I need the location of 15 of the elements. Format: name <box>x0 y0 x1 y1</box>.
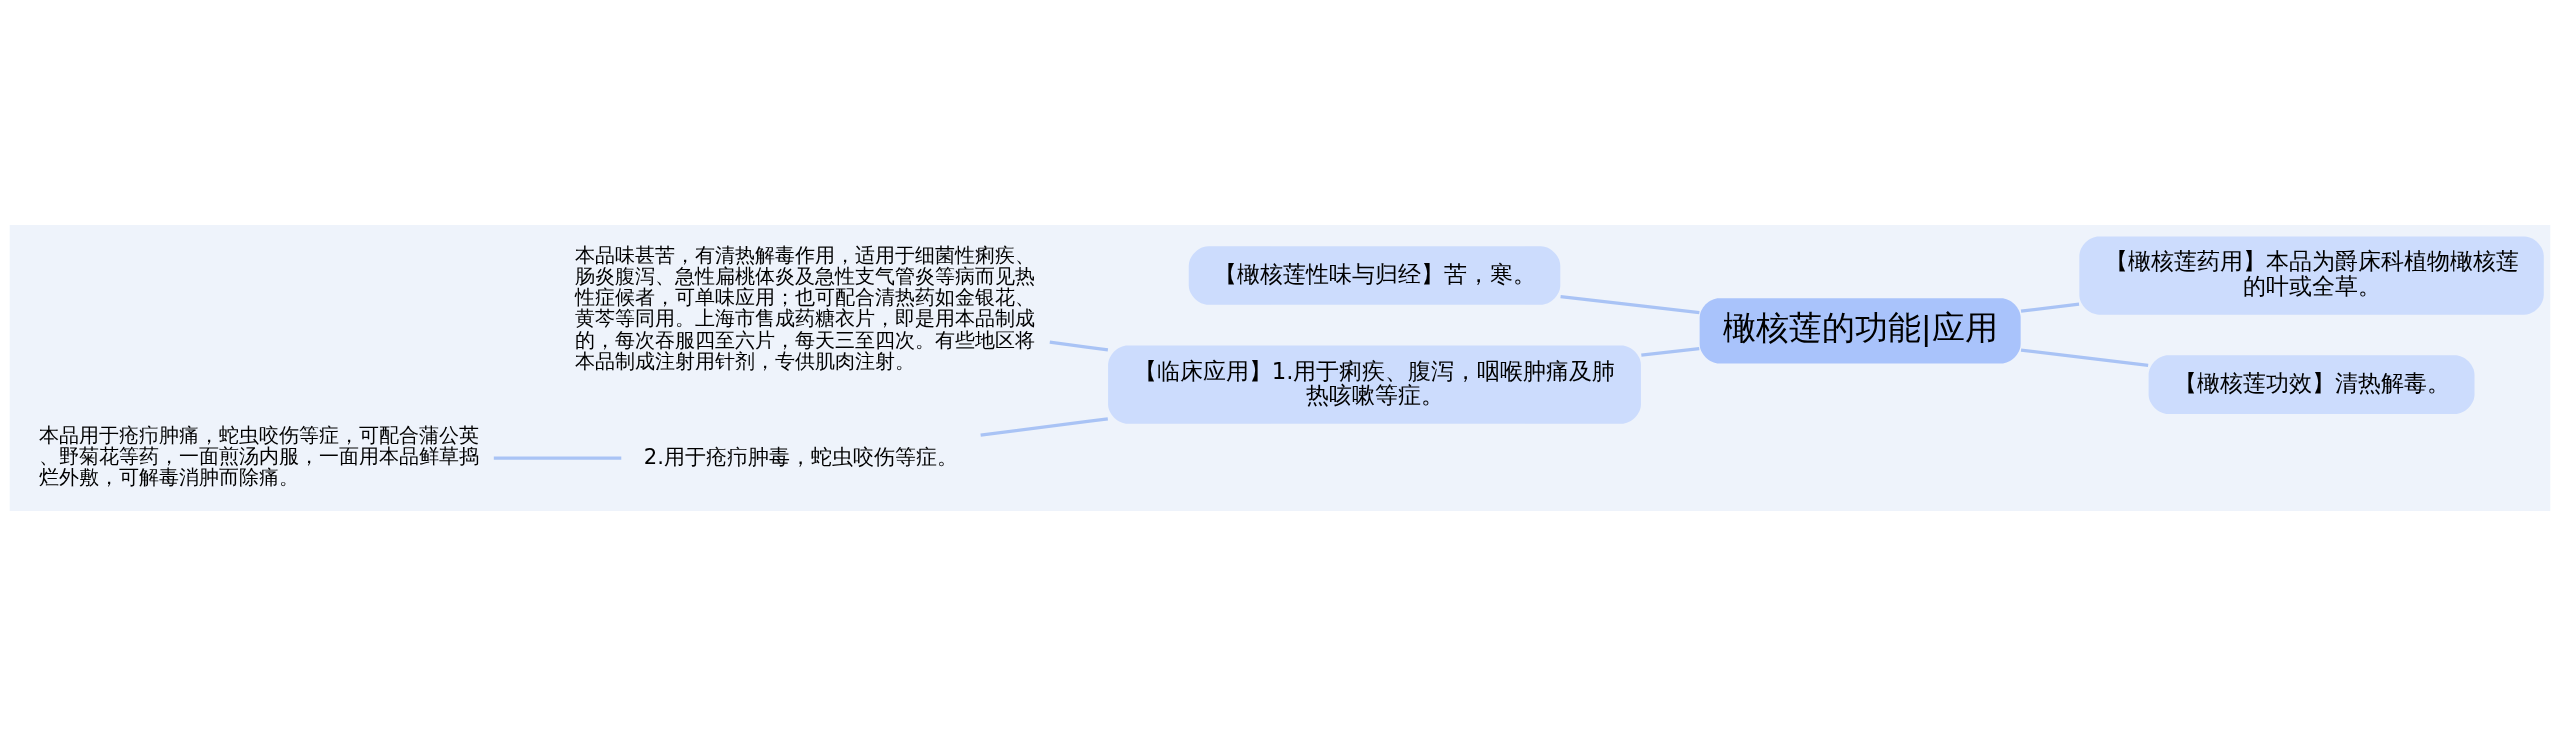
node-text: 本品用于疮疖肿痛，蛇虫咬伤等症，可配合蒲公英、野菊花等药，一面煎汤内服，一面用本品鲜草捣烂外敷，可解毒消肿而除痛。 <box>39 423 480 490</box>
node-box: 【临床应用】1.用于痢疾、腹泻，咽喉肿痛及肺热咳嗽等症。 <box>1108 345 1641 424</box>
connector <box>493 456 622 460</box>
connector <box>980 417 1109 437</box>
node-box: 【橄核莲性味与归经】苦，寒。 <box>1188 246 1561 305</box>
node-text: 本品味甚苦，有清热解毒作用，适用于细菌性痢疾、肠炎腹泻、急性扁桃体炎及急性支气管炎等病而见热性症候者，可单味应用；也可配合清热药如金银花、黄芩等同用。上海市售成药糖衣片，即是用本品制成的，每次吞服四至六片，每天三至四次。有些地区将本品制成注射用针剂，专供肌肉注射。 <box>575 243 1036 373</box>
connector <box>2020 302 2080 313</box>
connector <box>1641 347 1700 357</box>
connector <box>1049 340 1109 352</box>
node-box: 【橄核莲药用】本品为爵床科植物橄核莲的叶或全草。 <box>2079 236 2544 315</box>
node-box: 橄核莲的功能|应用 <box>1699 298 2021 364</box>
node-text: 2.用于疮疖肿毒，蛇虫咬伤等症。 <box>643 443 958 469</box>
connector <box>2020 348 2149 367</box>
connector <box>1560 295 1700 315</box>
node-box: 【橄核莲功效】清热解毒。 <box>2148 355 2475 415</box>
